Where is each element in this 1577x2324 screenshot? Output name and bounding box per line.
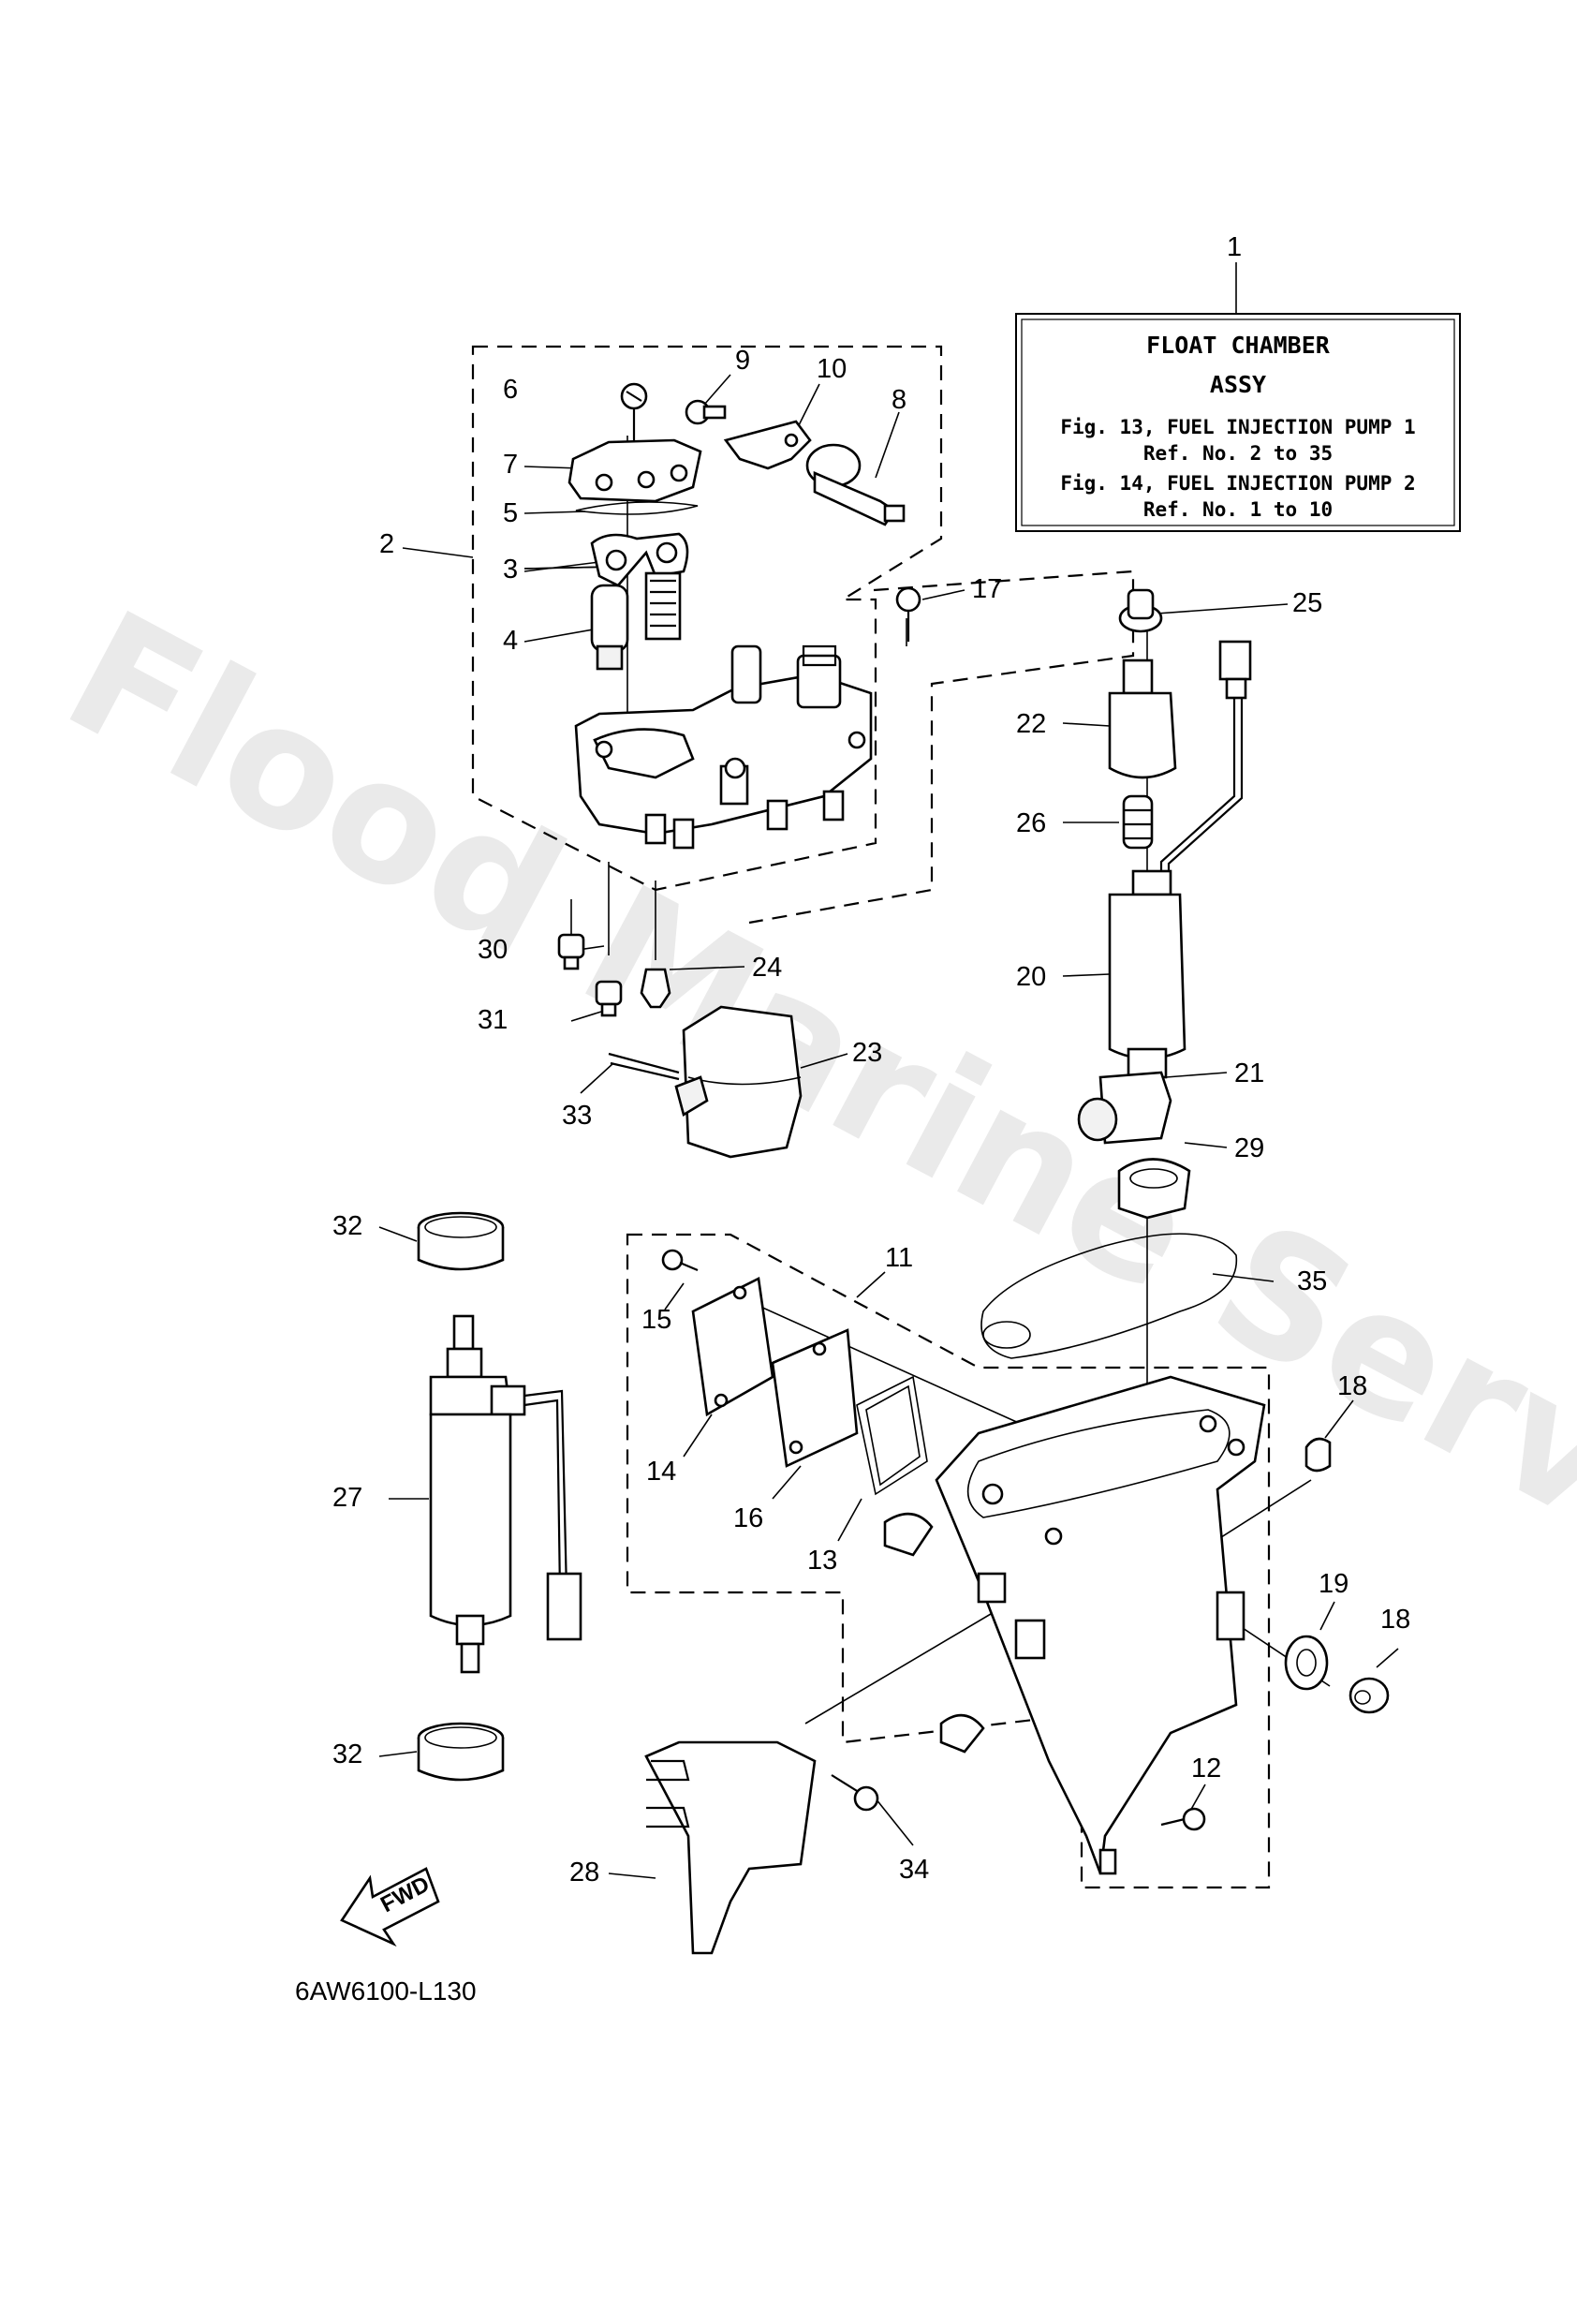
part-23-cover	[674, 1005, 803, 1159]
part-19-grommet	[1284, 1635, 1329, 1691]
callout-17: 17	[972, 574, 1002, 604]
part-32-ring-upper	[417, 1211, 505, 1271]
drawing-code: 6AW6100-L130	[295, 1976, 477, 2006]
callout-28: 28	[569, 1858, 599, 1887]
callout-numbers: 1 2 3 4 5 6 7 8 9 10 11 12 13 14 15 16 1…	[332, 232, 1410, 1887]
callout-12: 12	[1191, 1754, 1221, 1784]
fwd-arrow-icon: FWD	[340, 1867, 440, 1947]
float-chamber-body	[883, 1375, 1266, 1875]
callout-32a: 32	[332, 1211, 362, 1241]
part-24-nozzle	[640, 968, 671, 1009]
callout-18a: 18	[1337, 1371, 1367, 1401]
callout-18b: 18	[1380, 1605, 1410, 1635]
part-22-filter	[1108, 659, 1177, 779]
callout-31: 31	[478, 1005, 508, 1035]
part-6-screw	[620, 382, 648, 440]
part-15-screw	[661, 1249, 699, 1272]
callout-9: 9	[735, 346, 750, 376]
callout-24: 24	[752, 953, 782, 983]
part-5-gasket	[575, 501, 699, 515]
part-28-bracket	[644, 1740, 817, 1955]
part-30-bolt	[557, 933, 585, 970]
callout-21: 21	[1234, 1058, 1264, 1088]
callout-3: 3	[503, 555, 518, 585]
part-10-bracket	[723, 420, 812, 470]
callout-23: 23	[852, 1038, 882, 1068]
callout-5: 5	[503, 498, 518, 528]
callout-30: 30	[478, 935, 508, 965]
part-9-bolt	[685, 399, 727, 425]
part-4-fitting	[590, 571, 682, 671]
callout-15: 15	[641, 1305, 671, 1335]
info-box-line-4: Ref. No. 1 to 10	[1143, 498, 1333, 521]
callout-27: 27	[332, 1483, 362, 1513]
callout-35: 35	[1297, 1266, 1327, 1296]
callout-7: 7	[503, 450, 518, 480]
callout-19: 19	[1319, 1569, 1349, 1599]
callout-1: 1	[1227, 232, 1242, 262]
part-13-gasket	[856, 1375, 928, 1496]
callout-29: 29	[1234, 1133, 1264, 1163]
callout-13: 13	[807, 1546, 837, 1576]
callout-20: 20	[1016, 962, 1046, 992]
callout-4: 4	[503, 626, 518, 656]
part-20-pump	[1108, 869, 1186, 1079]
info-box-title: FLOAT CHAMBER	[1146, 332, 1331, 359]
callout-34: 34	[899, 1855, 929, 1885]
callout-10: 10	[817, 354, 847, 384]
part-29-bracket	[1117, 1158, 1191, 1220]
group-outlines	[471, 345, 1271, 1889]
wire-harness-upper	[1159, 640, 1252, 890]
part-35-gasket	[980, 1233, 1238, 1359]
part-8-sensor	[805, 443, 906, 526]
info-box-line-1: Fig. 13, FUEL INJECTION PUMP 1	[1060, 416, 1415, 438]
part-12-screw	[1160, 1807, 1206, 1831]
info-box: FLOAT CHAMBER ASSY Fig. 13, FUEL INJECTI…	[1015, 313, 1461, 532]
callout-32b: 32	[332, 1739, 362, 1769]
callout-8: 8	[892, 385, 906, 415]
info-box-line-2: Ref. No. 2 to 35	[1143, 442, 1333, 465]
part-17-screw	[895, 586, 921, 642]
part-18-grommet-upper	[1304, 1437, 1332, 1473]
callout-26: 26	[1016, 808, 1046, 838]
callout-6: 6	[503, 375, 518, 405]
info-box-line-3: Fig. 14, FUEL INJECTION PUMP 2	[1060, 472, 1415, 495]
part-31-bolt	[595, 980, 623, 1017]
part-26-damper	[1122, 794, 1154, 850]
callout-2: 2	[379, 529, 394, 559]
part-27-pump	[429, 1314, 582, 1674]
callout-16: 16	[733, 1503, 763, 1533]
fuel-pump-body-upper	[574, 644, 873, 850]
callout-25: 25	[1292, 588, 1322, 618]
info-box-subtitle: ASSY	[1210, 371, 1266, 398]
part-34-bolt	[831, 1774, 879, 1812]
part-16-plate	[771, 1328, 859, 1468]
callout-14: 14	[646, 1457, 676, 1487]
callout-22: 22	[1016, 709, 1046, 739]
callout-11: 11	[885, 1243, 913, 1273]
callout-33: 33	[562, 1101, 592, 1131]
part-7-cover	[567, 438, 702, 503]
part-21-holder	[1077, 1071, 1172, 1145]
part-14-plate	[691, 1277, 774, 1417]
part-25-grommet	[1118, 588, 1163, 633]
part-33-pin	[608, 1052, 680, 1081]
part-18-grommet-lower	[1349, 1677, 1390, 1714]
part-32-ring-lower	[417, 1722, 505, 1782]
